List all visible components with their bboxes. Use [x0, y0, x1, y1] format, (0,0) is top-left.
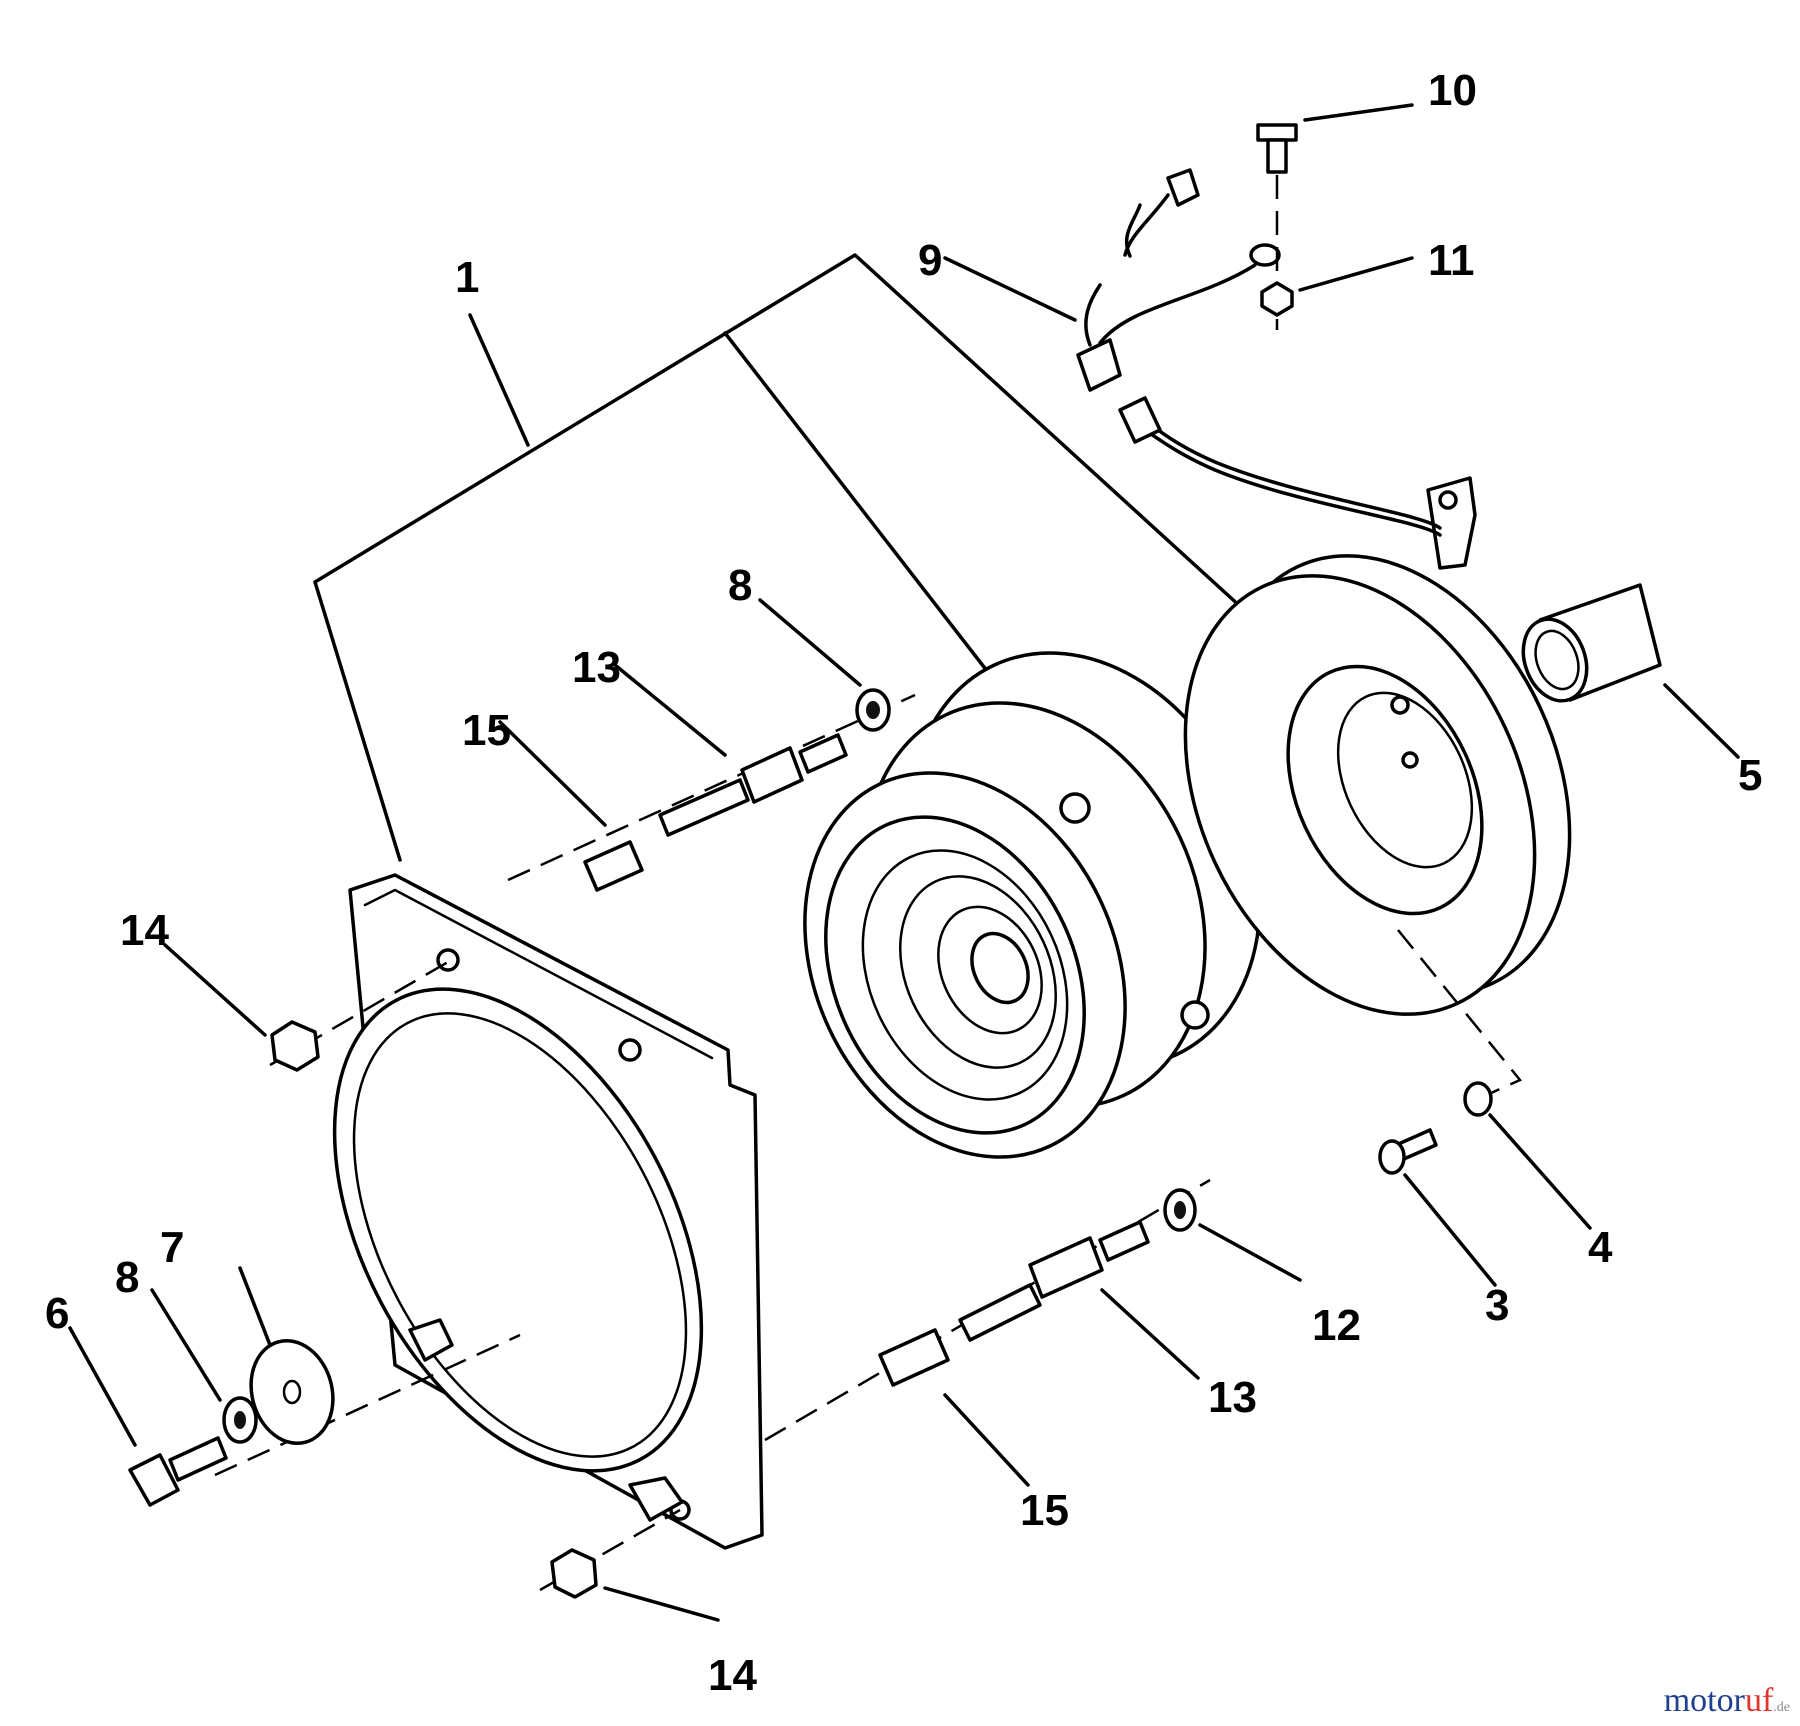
bearing-5	[1521, 583, 1662, 703]
assembly-bracket	[313, 253, 1244, 862]
bolt-10	[1256, 123, 1298, 330]
mounting-plate	[332, 873, 764, 1550]
callout-1: 1	[455, 253, 479, 302]
callout-9: 9	[918, 236, 942, 285]
callout-3: 3	[1485, 1281, 1509, 1330]
callout-7: 7	[160, 1223, 184, 1272]
screw-3-washer-4	[1378, 929, 1522, 1175]
callout-4: 4	[1588, 1223, 1613, 1272]
watermark-part1: motor	[1663, 1682, 1745, 1719]
bolt-6-stack	[128, 1333, 521, 1507]
callout-11: 11	[1428, 236, 1475, 285]
nut-14-upper	[269, 960, 449, 1072]
callout-14-upper: 14	[120, 906, 169, 955]
callout-15-upper: 15	[462, 706, 511, 755]
clutch-pulley	[803, 651, 1262, 1159]
callout-8-lower: 8	[115, 1253, 139, 1302]
field-coil	[1183, 476, 1572, 1016]
callout-5: 5	[1738, 751, 1762, 800]
callout-13-lower: 13	[1208, 1373, 1257, 1422]
stud-upper	[507, 688, 916, 892]
watermark-logo: motoruf.de	[1664, 1682, 1790, 1720]
callout-13-upper: 13	[572, 643, 621, 692]
wire-harness	[1076, 168, 1442, 537]
callout-labels: 1 3 4 5 6 7 8 8 9 10 11 12 13 13 14 14 1…	[45, 66, 1762, 1700]
callout-15-lower: 15	[1020, 1486, 1069, 1535]
nut-14-lower	[539, 1508, 681, 1599]
watermark-part2: uf	[1744, 1682, 1774, 1719]
callout-6: 6	[45, 1289, 69, 1338]
callout-10: 10	[1428, 66, 1477, 115]
callout-8-upper: 8	[728, 561, 752, 610]
callout-14-lower: 14	[708, 1651, 757, 1700]
leader-arrows	[68, 103, 1740, 1622]
watermark-suffix: .de	[1773, 1700, 1790, 1715]
stud-lower	[764, 1178, 1211, 1442]
callout-12: 12	[1312, 1301, 1361, 1350]
